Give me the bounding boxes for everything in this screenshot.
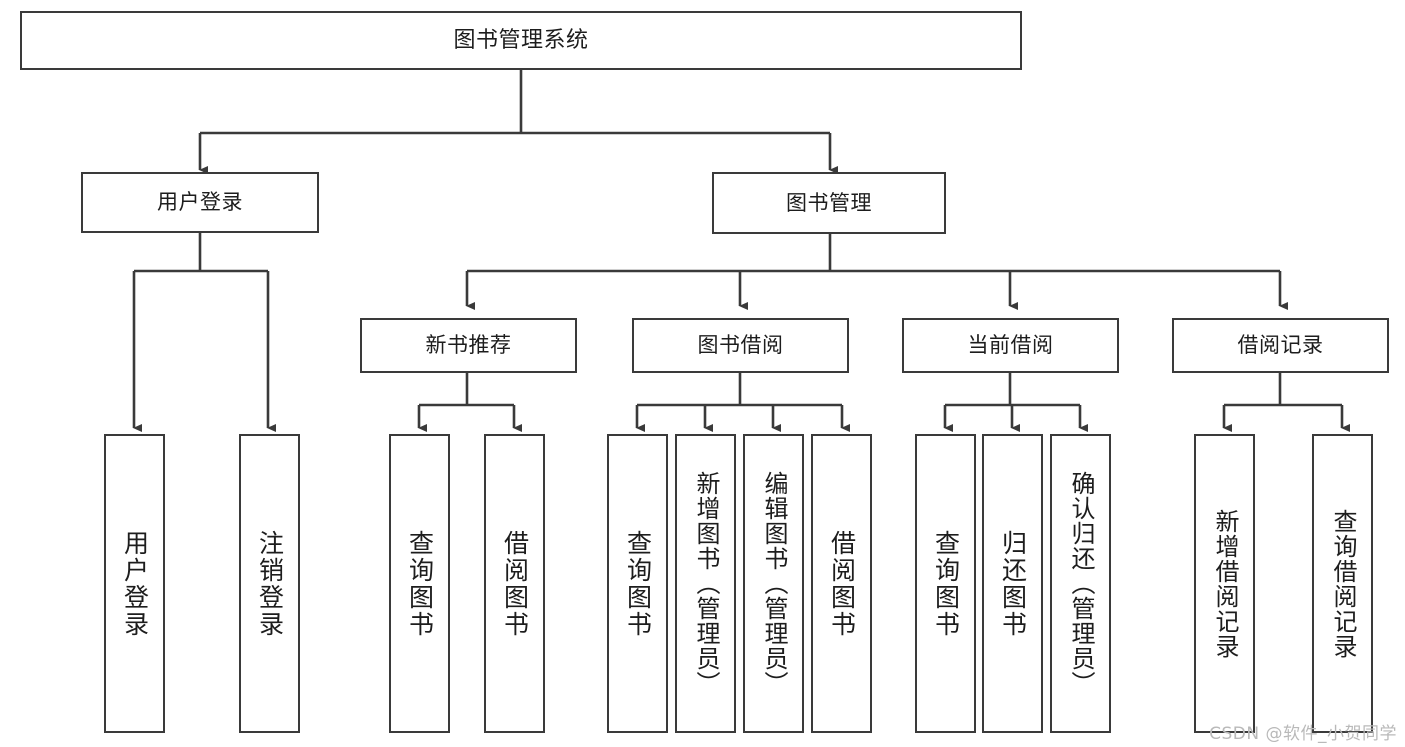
node-label: 归还图书 — [998, 529, 1028, 638]
node-root-system[interactable]: 图书管理系统 — [20, 11, 1022, 70]
node-leaf-query-book-current[interactable]: 查询图书 — [915, 434, 976, 733]
node-label: 借阅记录 — [1237, 333, 1324, 358]
node-book-manage[interactable]: 图书管理 — [712, 172, 946, 234]
node-label: 注销登录 — [255, 529, 285, 638]
node-leaf-borrow-book[interactable]: 借阅图书 — [811, 434, 872, 733]
node-label: 查询图书 — [931, 529, 961, 638]
node-label: 用户登录 — [120, 529, 150, 638]
node-leaf-query-borrow-record[interactable]: 查询借阅记录 — [1312, 434, 1373, 733]
node-leaf-confirm-return-admin[interactable]: 确认归还（管理员） — [1050, 434, 1111, 733]
node-leaf-query-book-rec[interactable]: 查询图书 — [389, 434, 450, 733]
node-label: 确认归还（管理员） — [1066, 471, 1095, 696]
node-label: 借阅图书 — [827, 529, 857, 638]
node-label: 新书推荐 — [425, 333, 512, 358]
node-label: 当前借阅 — [967, 333, 1054, 358]
node-label: 编辑图书（管理员） — [759, 471, 788, 696]
node-leaf-add-borrow-record[interactable]: 新增借阅记录 — [1194, 434, 1255, 733]
node-label: 查询图书 — [405, 529, 435, 638]
node-leaf-query-book-borrow[interactable]: 查询图书 — [607, 434, 668, 733]
node-leaf-add-book-admin[interactable]: 新增图书（管理员） — [675, 434, 736, 733]
csdn-watermark: CSDN @软件_小贺同学 — [1209, 724, 1397, 744]
node-leaf-user-login[interactable]: 用户登录 — [104, 434, 165, 733]
node-leaf-edit-book-admin[interactable]: 编辑图书（管理员） — [743, 434, 804, 733]
node-user-login[interactable]: 用户登录 — [81, 172, 319, 233]
node-leaf-borrow-book-rec[interactable]: 借阅图书 — [484, 434, 545, 733]
node-leaf-return-book[interactable]: 归还图书 — [982, 434, 1043, 733]
node-borrow-record[interactable]: 借阅记录 — [1172, 318, 1389, 373]
node-label: 查询图书 — [623, 529, 653, 638]
node-label: 图书管理 — [786, 190, 872, 215]
node-new-book-recommend[interactable]: 新书推荐 — [360, 318, 577, 373]
node-label: 新增图书（管理员） — [691, 471, 720, 696]
node-book-borrow[interactable]: 图书借阅 — [632, 318, 849, 373]
node-label: 用户登录 — [157, 190, 243, 215]
node-label: 图书借阅 — [697, 333, 784, 358]
node-label: 图书管理系统 — [453, 27, 589, 53]
node-label: 查询借阅记录 — [1328, 508, 1357, 659]
node-current-borrow[interactable]: 当前借阅 — [902, 318, 1119, 373]
node-leaf-logout[interactable]: 注销登录 — [239, 434, 300, 733]
node-label: 新增借阅记录 — [1210, 508, 1239, 659]
node-label: 借阅图书 — [500, 529, 530, 638]
